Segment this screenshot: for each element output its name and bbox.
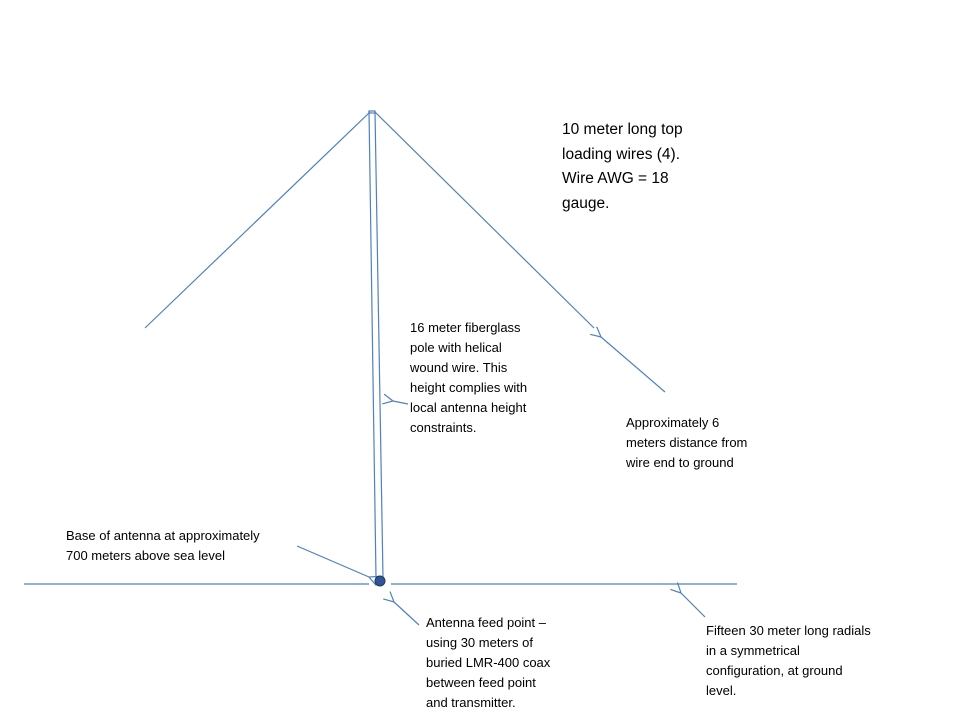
radials-note: Fifteen 30 meter long radials in a symme… (706, 621, 871, 701)
arrow-to-feed-point (394, 602, 420, 626)
note-line: gauge. (562, 194, 610, 212)
note-line: between feed point (426, 675, 536, 690)
feed-point (374, 575, 386, 587)
pole-note: 16 meter fiberglass pole with helical wo… (410, 318, 527, 438)
note-line: buried LMR-400 coax (426, 655, 551, 670)
top-loading-wire-left (144, 111, 371, 329)
top-wires-note: 10 meter long top loading wires (4). Wir… (562, 118, 683, 216)
pole-edge-right (374, 110, 384, 579)
note-line: and transmitter. (426, 695, 516, 710)
arrow-to-radials (681, 593, 706, 618)
note-line: wound wire. This (410, 360, 508, 375)
note-line: meters distance from (626, 435, 748, 450)
note-line: 16 meter fiberglass (410, 320, 521, 335)
note-line: Wire AWG = 18 (562, 170, 669, 187)
note-line: Fifteen 30 meter long radials (706, 623, 871, 638)
note-line: configuration, at ground (706, 663, 843, 678)
note-line: 10 meter long top (562, 121, 683, 138)
note-line: height complies with (410, 380, 528, 395)
arrow-to-base (296, 545, 369, 577)
note-line: constraints. (410, 420, 477, 435)
base-note: Base of antenna at approximately 700 met… (66, 526, 260, 566)
note-line: wire end to ground (626, 455, 734, 470)
note-line: Base of antenna at approximately (66, 528, 260, 543)
note-line: pole with helical (410, 340, 502, 355)
wire-end-note: Approximately 6 meters distance from wir… (626, 413, 747, 473)
note-line: level. (706, 683, 737, 698)
note-line: in a symmetrical (706, 643, 800, 658)
arrow-to-pole (393, 401, 409, 405)
pole-edge-left (368, 110, 377, 579)
note-line: using 30 meters of (426, 635, 533, 650)
note-line: Approximately 6 (626, 415, 720, 430)
note-line: loading wires (4). (562, 145, 681, 163)
note-line: local antenna height (410, 400, 527, 415)
note-line: Antenna feed point – (426, 615, 546, 630)
feed-point-note: Antenna feed point – using 30 meters of … (426, 613, 550, 713)
note-line: 700 meters above sea level (66, 548, 225, 563)
top-loading-wire-right (374, 111, 595, 329)
arrow-to-wire-end (601, 337, 666, 393)
